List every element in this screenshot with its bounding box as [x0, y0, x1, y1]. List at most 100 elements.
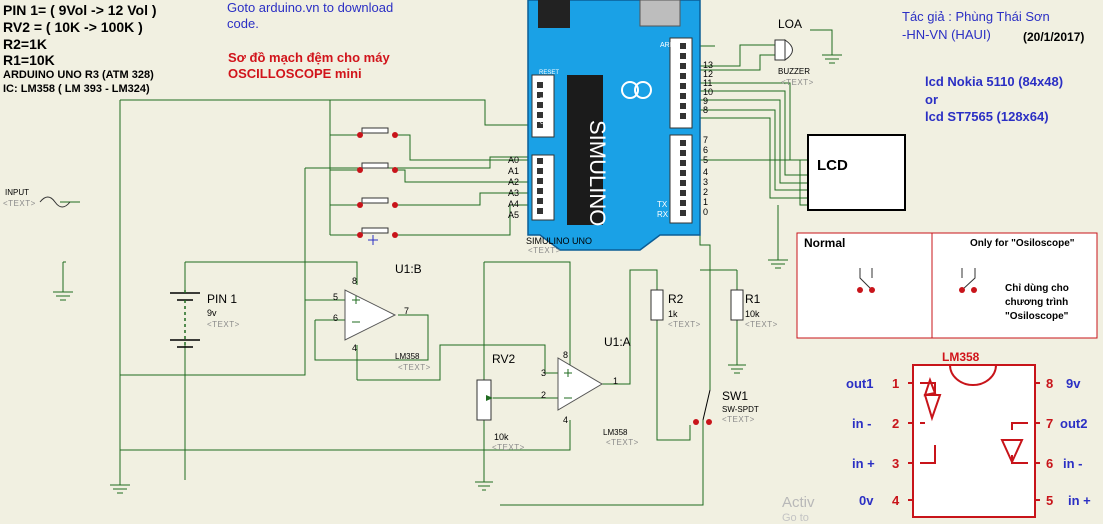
- author-line-1: Tác giả : Phùng Thái Sơn: [902, 9, 1050, 24]
- pinout-right-4-num: 5: [1046, 493, 1054, 508]
- opamp-a-pin-1: 1: [613, 376, 619, 386]
- r2-body: [650, 289, 664, 321]
- watermark-line-1: Activ: [782, 494, 815, 511]
- mode-vn-1: Chỉ dùng cho: [1005, 283, 1069, 294]
- rv2-value: 10k: [494, 432, 509, 442]
- pin-0: 0: [703, 207, 709, 217]
- pinout-title: LM358: [942, 350, 980, 364]
- rx-label: RX: [657, 210, 669, 219]
- opamp-b-pin-4: 4: [352, 343, 358, 353]
- author-date: (20/1/2017): [1023, 30, 1085, 44]
- button-4: [357, 227, 398, 245]
- button-3: [357, 197, 398, 208]
- pin-5: 5: [703, 155, 709, 165]
- lcd-note-3: lcd ST7565 (128x64): [925, 109, 1049, 124]
- r2-value: 1k: [668, 309, 678, 319]
- info-line-2: RV2 = ( 10K -> 100K ): [3, 19, 143, 35]
- pin-a1: A1: [508, 166, 520, 176]
- opamp-u1b: [344, 289, 397, 341]
- pin-a2: A2: [508, 177, 520, 187]
- pin-5v: 5V: [540, 97, 549, 104]
- pinout-right-1: 9v: [1066, 376, 1081, 391]
- pinout-left-4-num: 4: [892, 493, 900, 508]
- battery-value: 9v: [207, 308, 217, 318]
- input-text-tag: <TEXT>: [3, 199, 36, 208]
- info-line-5: ARDUINO UNO R3 (ATM 328): [3, 69, 154, 81]
- button-1: [357, 127, 398, 138]
- pin-9: 9: [703, 96, 709, 106]
- lcd-box: [807, 134, 906, 211]
- opamp-a-pin-2: 2: [541, 390, 547, 400]
- switch-normal-icon: [857, 268, 875, 293]
- pin-13: 13: [703, 60, 714, 70]
- pinout-left-3-num: 3: [892, 456, 900, 471]
- arduino-brand: SIMULINO: [585, 120, 610, 227]
- mode-box: [796, 232, 1098, 339]
- r1-value: 10k: [745, 309, 760, 319]
- input-sine-icon: [39, 196, 71, 208]
- info-line-6: IC: LM358 ( LM 393 - LM324): [3, 83, 150, 95]
- pinout-right-4: in +: [1068, 493, 1091, 508]
- download-line-2: code.: [227, 16, 259, 31]
- pin-6: 6: [703, 145, 709, 155]
- sw1-label: SW1: [722, 389, 749, 403]
- rv2-wiper: [486, 395, 493, 401]
- pin-1: 1: [703, 197, 709, 207]
- pinout-left-2: in -: [852, 416, 872, 431]
- pin-12: 12: [703, 69, 714, 79]
- battery-symbol: [170, 290, 200, 348]
- opamp-u1a: [557, 357, 603, 411]
- title-line-1: Sơ đồ mạch đệm cho máy: [228, 50, 390, 65]
- r2-text-tag: <TEXT>: [668, 320, 701, 329]
- battery-label: PIN 1: [207, 292, 238, 306]
- opamp-b-pin-6: 6: [333, 313, 339, 323]
- u1b-text-tag: <TEXT>: [398, 363, 431, 372]
- author-line-2: -HN-VN (HAUI): [902, 27, 991, 42]
- r1-label: R1: [745, 292, 761, 306]
- pin-a4: A4: [508, 199, 520, 209]
- pin-a5: A5: [508, 210, 520, 220]
- lcd-note-2: or: [925, 92, 938, 107]
- mode-normal: Normal: [804, 236, 846, 250]
- opamp-a-pin-4: 4: [563, 415, 569, 425]
- pinout-left-4: 0v: [859, 493, 874, 508]
- sw1-switch: [693, 389, 712, 425]
- reset-label: RESET: [539, 70, 560, 76]
- r2-label: R2: [668, 292, 684, 306]
- opamp-b-pin-5: 5: [333, 292, 339, 302]
- info-line-1: PIN 1= ( 9Vol -> 12 Vol ): [3, 2, 157, 18]
- pinout-left-3: in +: [852, 456, 875, 471]
- r1-body: [730, 289, 744, 321]
- pinout-left-1: out1: [846, 376, 874, 391]
- u1a-label: U1:A: [604, 335, 631, 349]
- buzzer-speaker: [774, 39, 793, 61]
- pin-10: 10: [703, 87, 714, 97]
- opamp-a-pin-3: 3: [541, 368, 547, 378]
- opamp-a-pin-8: 8: [563, 350, 569, 360]
- u1b-part: LM358: [395, 352, 420, 361]
- pin-11: 11: [703, 78, 713, 88]
- buzzer-label: BUZZER: [778, 67, 810, 76]
- input-label: INPUT: [5, 188, 29, 197]
- title-line-2: OSCILLOSCOPE mini: [228, 66, 362, 81]
- lcd-note-1: lcd Nokia 5110 (84x48): [925, 74, 1064, 89]
- pin-gnd: GND: [540, 120, 554, 126]
- battery-text-tag: <TEXT>: [207, 320, 240, 329]
- aref-label: AREF: [660, 42, 679, 49]
- wires: [53, 29, 842, 506]
- pin-3: 3: [703, 177, 709, 187]
- pin-2: 2: [703, 187, 709, 197]
- pin-a3: A3: [508, 188, 520, 198]
- u1a-text-tag: <TEXT>: [606, 438, 639, 447]
- rv2-body: [476, 379, 492, 421]
- watermark-line-2: Go to: [782, 512, 809, 524]
- mode-only: Only for "Osiloscope": [970, 238, 1075, 249]
- r1-text-tag: <TEXT>: [745, 320, 778, 329]
- info-line-4: R1=10K: [3, 52, 55, 68]
- lm358-pinout: [908, 364, 1040, 518]
- pinout-left-2-num: 2: [892, 416, 900, 431]
- pinout-right-3-num: 6: [1046, 456, 1054, 471]
- pinout-right-1-num: 8: [1046, 376, 1054, 391]
- mode-vn-3: "Osiloscope": [1005, 311, 1069, 322]
- push-buttons: [357, 127, 398, 245]
